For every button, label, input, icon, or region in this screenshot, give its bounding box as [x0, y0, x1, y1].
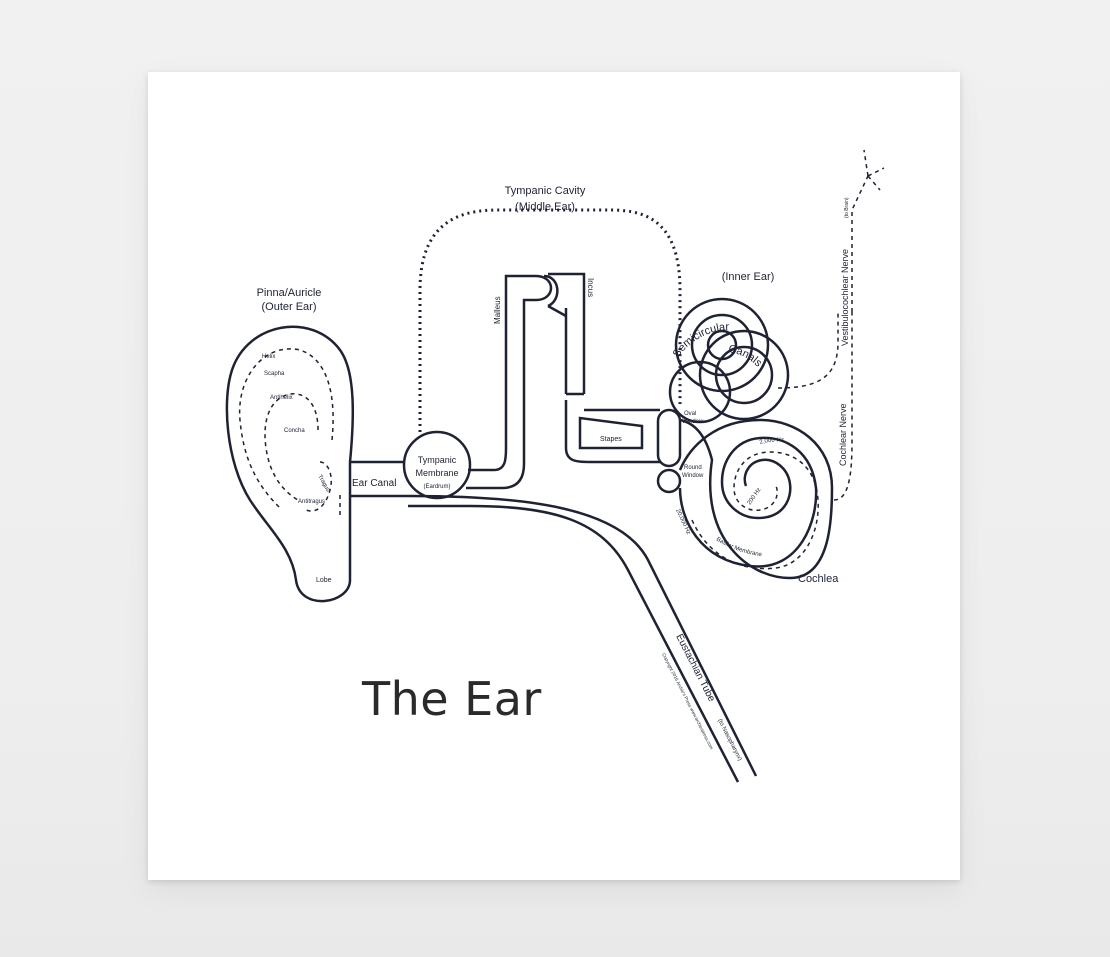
concha-dashed-line — [305, 461, 332, 512]
ear-canal — [350, 460, 410, 498]
outer-ear-label: (Outer Ear) — [261, 301, 316, 313]
stapes-label: Stapes — [600, 436, 622, 443]
ossicle-chain — [466, 272, 660, 490]
pinna-outline — [225, 325, 355, 603]
scapha-label: Scapha — [264, 371, 285, 377]
antihelix-dashed-line — [264, 393, 319, 501]
print-card — [148, 72, 960, 880]
eardrum-label: (Eardrum) — [423, 484, 450, 490]
tympanic-cavity-label: Tympanic Cavity — [505, 185, 586, 197]
tragus-label: Tragus — [316, 474, 330, 493]
oval-window-shape — [656, 408, 682, 468]
antihelix-label: Antihelix — [270, 395, 293, 401]
outer-ear — [225, 325, 355, 603]
malleus-label: Malleus — [493, 296, 502, 324]
eustachian-tube — [408, 494, 758, 783]
tympanic-cavity-outline — [418, 208, 682, 432]
to-brain-label: (to Brain) — [844, 197, 850, 218]
nerves — [777, 149, 885, 501]
oval-window-label: Window — [682, 419, 704, 425]
round-label: Round — [684, 465, 702, 471]
cochlear-nerve-label: Cochlear Nerve — [838, 403, 848, 466]
oval-label: Oval — [684, 411, 696, 417]
lobe-label: Lobe — [316, 577, 332, 584]
cochlea — [678, 418, 834, 580]
round-window-label: Window — [682, 473, 704, 479]
concha-label: Concha — [284, 428, 305, 434]
scapha-dashed-line — [238, 348, 334, 509]
middle-ear-label: (Middle Ear) — [515, 201, 575, 213]
semicircular-canals — [668, 297, 790, 424]
inner-ear-label: (Inner Ear) — [722, 271, 775, 283]
ear-canal-label: Ear Canal — [352, 478, 396, 489]
vestibulocochlear-nerve-label: Vestibulocochlear Nerve — [840, 249, 850, 346]
incus-label: Incus — [586, 278, 595, 297]
antitragus-label: Antitragus — [298, 499, 325, 505]
round-window-shape — [656, 468, 682, 494]
hz-2000-label: 2,000 Hz — [759, 437, 784, 445]
helix-label: Helix — [262, 354, 275, 360]
diagram-title: The Ear — [362, 672, 542, 726]
tympanic-label: Tympanic — [418, 455, 457, 465]
tympanic-membrane-circle — [402, 430, 472, 500]
basilar-membrane-label: Basilar Membrane — [715, 537, 763, 559]
cochlea-label: Cochlea — [798, 573, 839, 585]
membrane-label: Membrane — [415, 468, 458, 478]
pinna-label: Pinna/Auricle — [257, 287, 322, 299]
hz-200-label: 200 Hz — [747, 487, 763, 506]
